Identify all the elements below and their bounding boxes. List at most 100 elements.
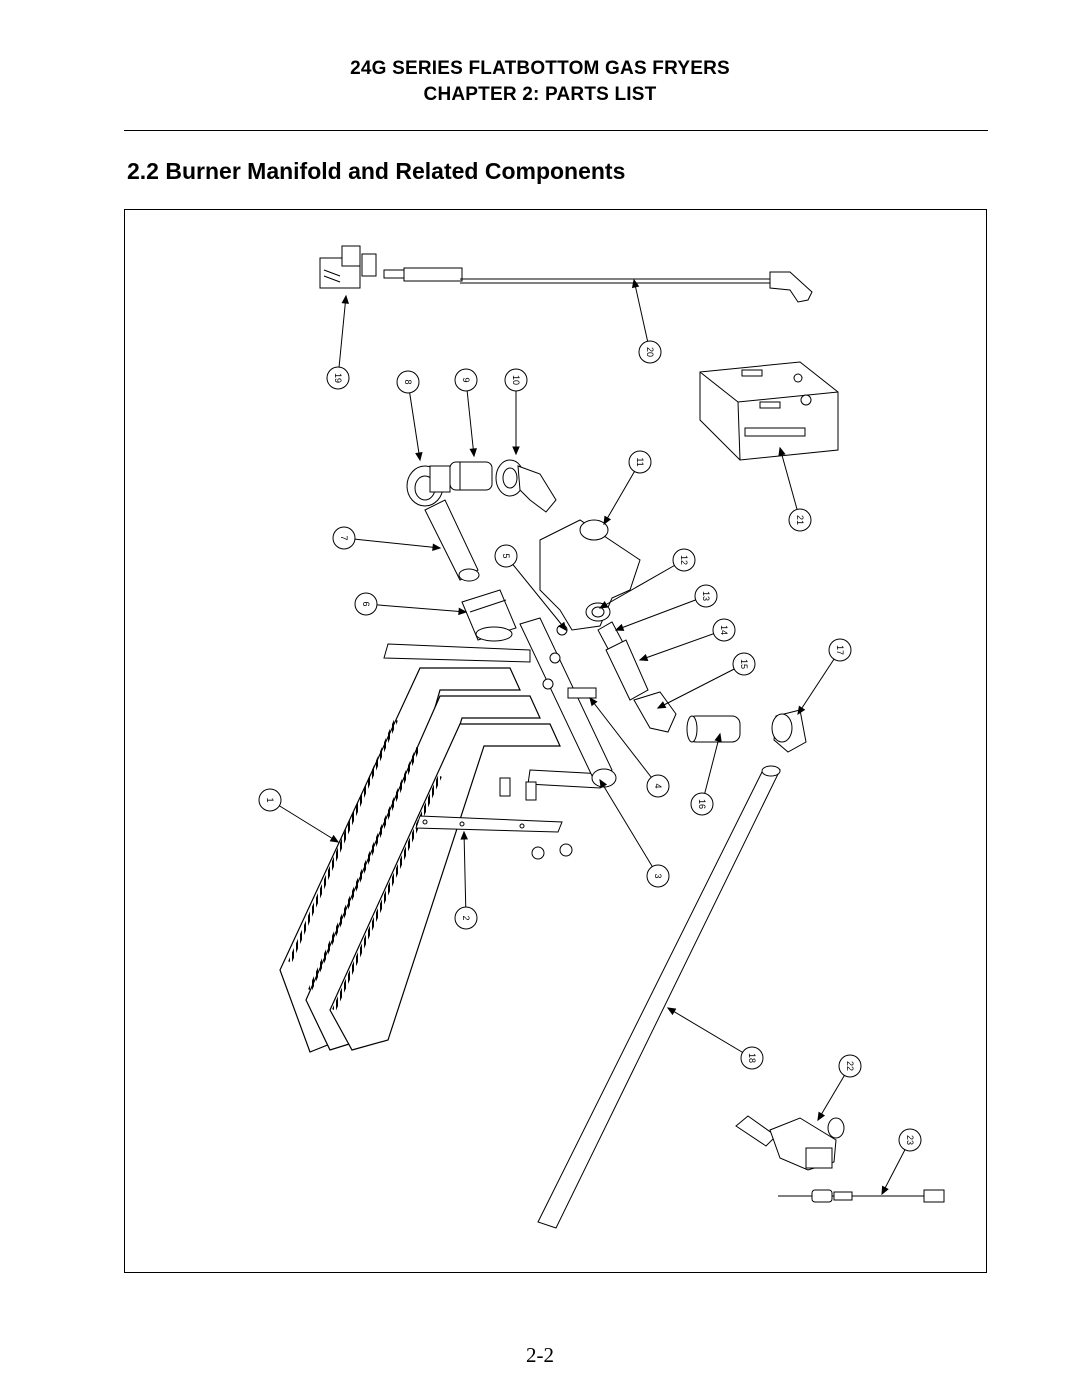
callout-leader-line [505,555,567,631]
callout-bubble [732,652,756,676]
callout-leader-line [599,559,685,609]
callout-arrowhead [589,696,598,707]
callout-arrowhead [778,446,786,457]
callout-16: 16 [690,732,722,816]
callout-23: 23 [881,1128,922,1196]
document-header-title: 24G SERIES FLATBOTTOM GAS FRYERS [350,58,730,79]
union-part [461,589,517,642]
callout-bubble [396,370,420,394]
callout-number: 6 [361,601,371,606]
callout-bubble [740,1046,764,1070]
short-nipple-part [686,715,741,743]
callout-number: 2 [461,915,471,920]
callout-bubble [690,792,714,816]
callout-leader-line [269,799,339,843]
callout-number: 12 [679,555,689,565]
nipple-part [424,499,480,582]
callout-arrowhead [666,1007,677,1016]
callout-leader-line [599,779,659,877]
callout-number: 5 [501,553,511,558]
callout-bubble [494,544,518,568]
callout-arrowhead [714,732,722,743]
ignition-module-part [699,361,839,461]
callout-bubble [694,584,718,608]
callout-19: 19 [326,294,350,390]
callout-3: 3 [599,778,670,888]
callout-number: 16 [697,799,707,809]
callout-leader-line [407,381,421,461]
callout-arrowhead [614,623,625,631]
orifice-fitting-part [597,621,677,733]
callout-number: 4 [653,783,663,788]
callout-number: 19 [333,373,343,383]
callout-bubble [898,1128,922,1152]
gas-valve-part [539,519,641,631]
header-rule [124,130,988,131]
callout-leader-line [667,1007,753,1059]
page-number: 2-2 [526,1343,554,1367]
section-title: 2.2 Burner Manifold and Related Componen… [127,158,626,184]
callout-arrowhead [881,1185,889,1196]
callout-arrowhead [415,452,423,462]
callout-bubble [454,368,478,392]
callout-leader-line [639,629,725,661]
callout-arrowhead [599,778,608,789]
callout-bubble [828,638,852,662]
callout-number: 1 [265,797,275,802]
callout-17: 17 [797,638,852,716]
callout-number: 8 [403,379,413,384]
callout-bubble [258,788,282,812]
callout-bubble [504,368,528,392]
elbow-fitting-part [406,465,451,507]
callout-arrowhead [797,705,806,716]
callout-leader-line [797,649,841,715]
callout-bubble [628,450,652,474]
callout-arrowhead [638,653,649,662]
callout-arrowhead [329,834,340,843]
callout-number: 17 [835,645,845,655]
pipe-cap-part [771,709,807,753]
callout-arrowhead [469,448,477,458]
manifold-pipe-part [519,617,617,788]
callout-number: 18 [747,1053,757,1063]
callout-leader-line [343,537,441,549]
callout-bubble [838,1054,862,1078]
callout-number: 7 [339,535,349,540]
callout-leader-line [657,663,745,709]
callout-7: 7 [332,526,442,551]
callout-arrowhead [558,621,567,631]
callout-number: 11 [635,457,645,466]
callout-arrowhead [603,515,612,526]
callout-arrowhead [460,830,468,840]
callout-bubble [454,906,478,930]
pilot-assembly-part [319,245,463,289]
callout-2: 2 [454,830,478,930]
callout-bubble [646,774,670,798]
callout-arrowhead [817,1111,826,1122]
callout-10: 10 [504,368,528,456]
callout-15: 15 [656,652,756,709]
callout-leader-line [633,279,651,353]
callout-leader-line [365,603,467,613]
callout-number: 15 [739,659,749,669]
callout-arrowhead [512,446,520,456]
callout-11: 11 [603,450,652,526]
callout-leader-line [701,733,721,805]
callout-8: 8 [396,370,423,462]
diagram-frame [124,209,987,1273]
callout-number: 23 [905,1135,915,1145]
long-pipe-part [537,765,781,1229]
callout-number: 21 [795,515,805,525]
callout-number: 22 [845,1061,855,1071]
callout-arrowhead [341,294,350,304]
callout-18: 18 [666,1007,764,1070]
callout-bubble [638,340,662,364]
callout-leader-line [615,595,707,631]
callout-9: 9 [454,368,478,458]
callout-leader-line [337,295,347,379]
callout-1: 1 [258,788,340,843]
callout-leader-line [465,379,475,457]
callout-leader-line [589,697,659,787]
